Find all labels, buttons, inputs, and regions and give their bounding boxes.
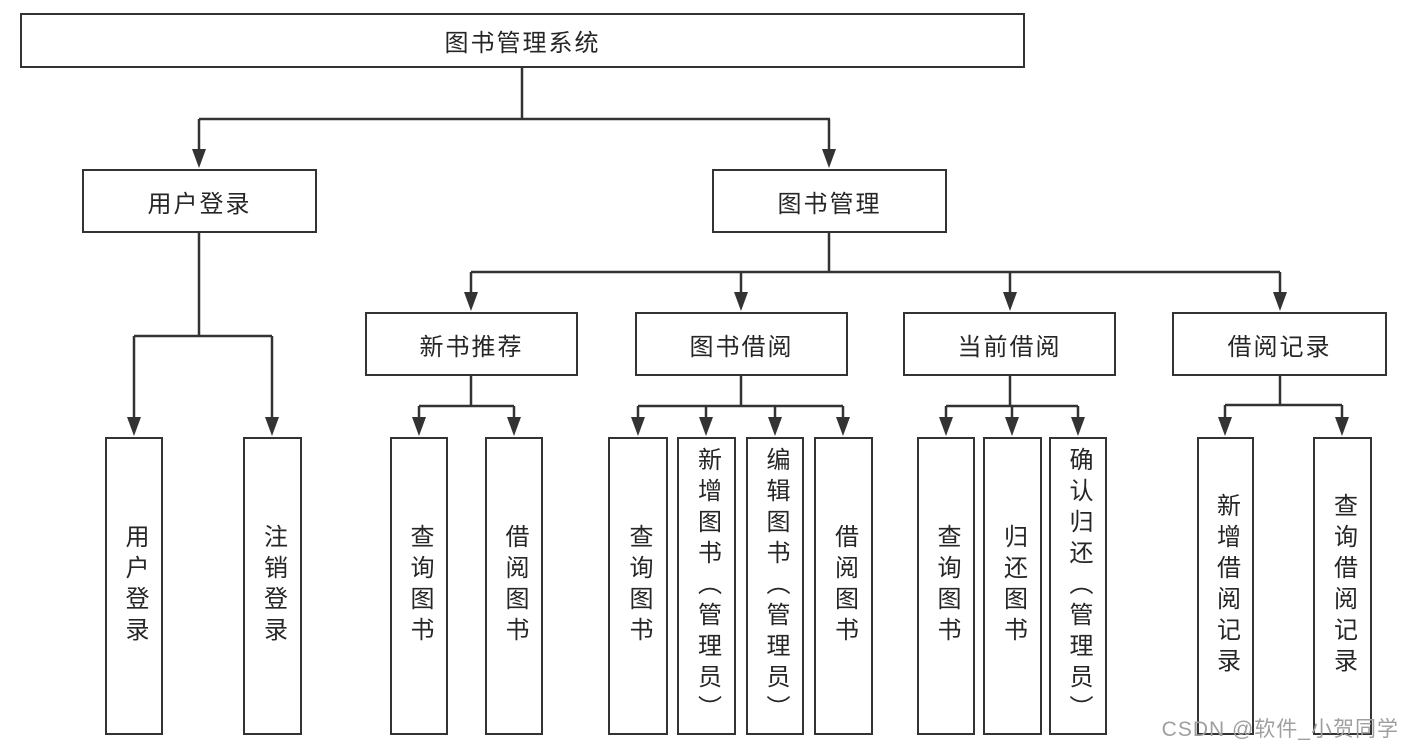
category-borrow-records-label: 借阅记录: [1227, 333, 1332, 361]
category-new-book-recommend: 新书推荐: [365, 312, 578, 376]
leaf-query-book: 查询图书: [917, 437, 975, 735]
leaf-confirm-return-admin-label: 确认归还（管理员）: [1065, 446, 1092, 726]
branch-book-management: 图书管理: [712, 169, 947, 233]
leaf-borrow-book: 借阅图书: [814, 437, 873, 735]
leaf-query-borrow-record: 查询借阅记录: [1313, 437, 1372, 735]
leaf-query-book: 查询图书: [608, 437, 668, 735]
leaf-query-book-label: 查询图书: [406, 524, 433, 648]
root-node-library-system: 图书管理系统: [20, 13, 1025, 68]
leaf-query-book: 查询图书: [390, 437, 448, 735]
branch-user-login-label: 用户登录: [147, 190, 252, 218]
leaf-add-borrow-record-label: 新增借阅记录: [1212, 493, 1240, 679]
leaf-borrow-book: 借阅图书: [485, 437, 543, 735]
leaf-confirm-return-admin: 确认归还（管理员）: [1049, 437, 1107, 735]
category-book-borrow-label: 图书借阅: [689, 333, 794, 361]
branch-user-login: 用户登录: [82, 169, 317, 233]
leaf-borrow-book-label: 借阅图书: [830, 524, 858, 648]
category-book-borrow: 图书借阅: [635, 312, 848, 376]
watermark: CSDN @软件_小贺同学: [1161, 718, 1399, 741]
leaf-logout-label: 注销登录: [259, 524, 287, 648]
category-new-book-recommend-label: 新书推荐: [419, 333, 524, 361]
leaf-return-book: 归还图书: [983, 437, 1042, 735]
arrowheads: [127, 149, 1349, 436]
branch-book-management-label: 图书管理: [777, 190, 882, 218]
root-node-label: 图书管理系统: [444, 30, 601, 57]
leaf-query-book-label: 查询图书: [625, 524, 652, 648]
leaf-return-book-label: 归还图书: [999, 524, 1027, 648]
leaf-query-book-label: 查询图书: [933, 524, 960, 648]
leaf-borrow-book-label: 借阅图书: [501, 524, 528, 648]
leaf-user-login-label: 用户登录: [121, 524, 148, 648]
leaf-add-book-admin-label: 新增图书（管理员）: [693, 446, 721, 726]
leaf-query-borrow-record-label: 查询借阅记录: [1329, 493, 1357, 679]
category-borrow-records: 借阅记录: [1172, 312, 1387, 376]
leaf-user-login: 用户登录: [105, 437, 163, 735]
leaf-edit-book-admin-label: 编辑图书（管理员）: [762, 446, 789, 726]
leaf-add-book-admin: 新增图书（管理员）: [677, 437, 736, 735]
leaf-add-borrow-record: 新增借阅记录: [1197, 437, 1254, 735]
leaf-logout: 注销登录: [243, 437, 302, 735]
category-current-borrow-label: 当前借阅: [957, 333, 1062, 361]
leaf-edit-book-admin: 编辑图书（管理员）: [746, 437, 804, 735]
category-current-borrow: 当前借阅: [903, 312, 1116, 376]
